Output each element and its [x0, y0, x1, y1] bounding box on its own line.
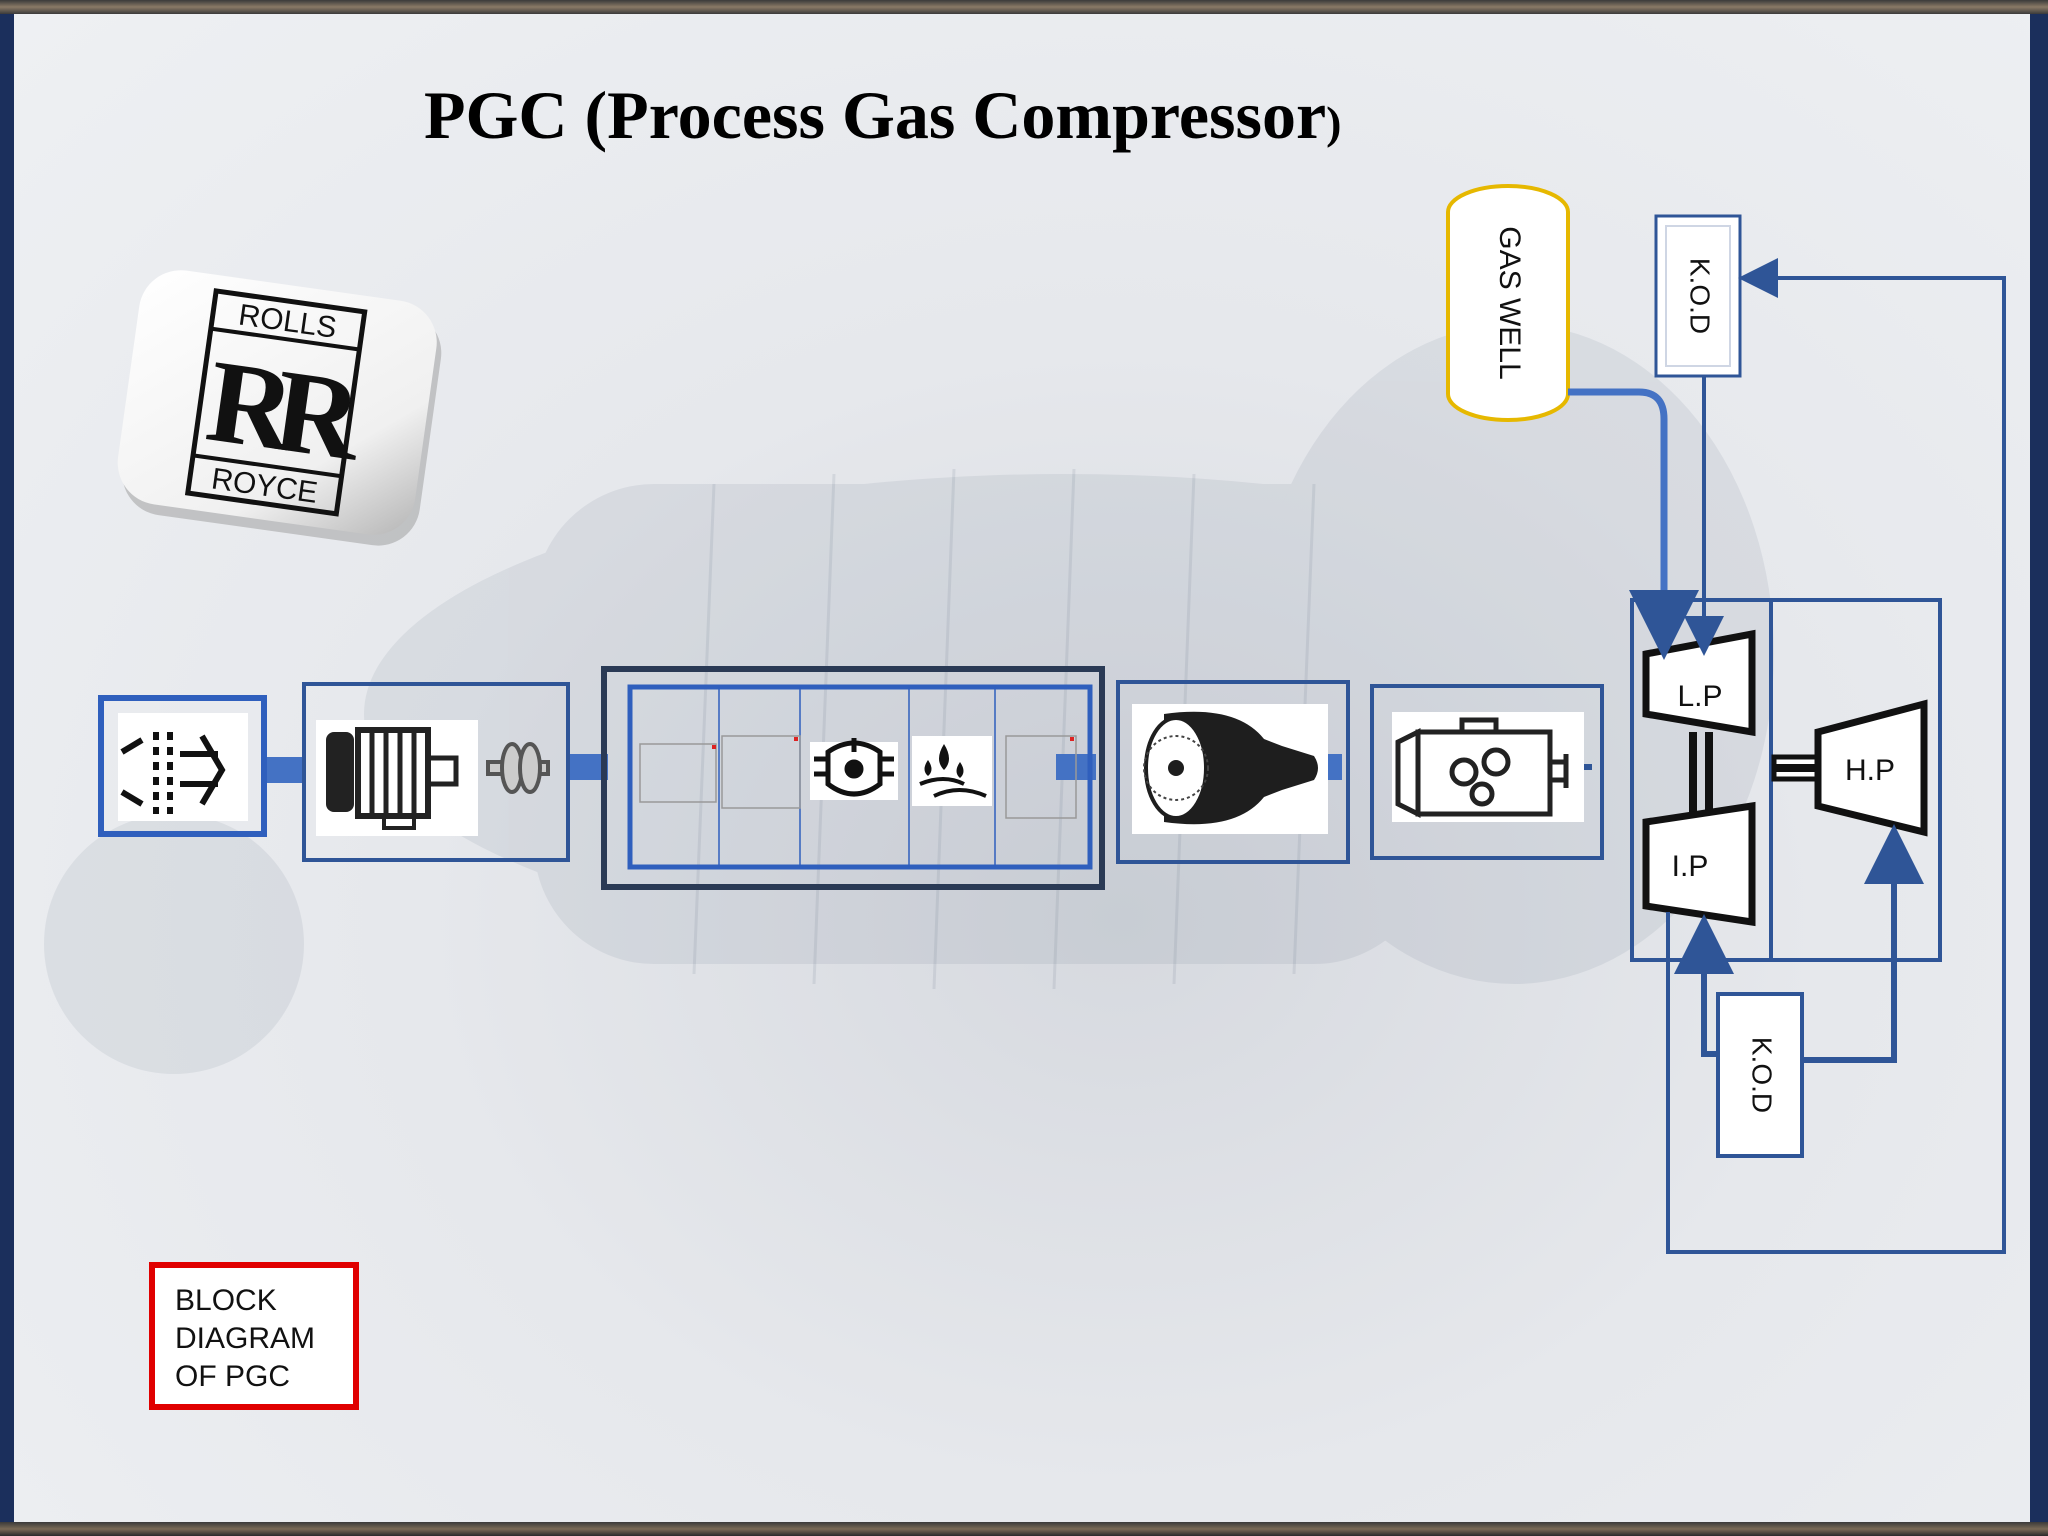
gas-turbine-block: [1116, 680, 1350, 864]
gas-well-label: GAS WELL: [1493, 226, 1526, 379]
compressor-train: L.P I.P H.P: [1630, 598, 1942, 962]
connector-1: [262, 757, 304, 783]
air-filter-icon: [120, 732, 226, 814]
recycle-loop-line: [1666, 258, 2006, 1254]
slide-canvas: PGC (Process Gas Compressor) ROLLS RR RO…: [14, 14, 2030, 1522]
motor-block: [302, 682, 570, 862]
coupling-icon: [486, 742, 550, 794]
gas-well-to-lp-line: [1568, 388, 1699, 660]
lp-label: L.P: [1677, 680, 1722, 713]
block-diagram: L.P I.P H.P GAS WELL K.O.D: [98, 184, 2006, 1254]
kod-to-hp-line: [1802, 824, 1924, 1063]
rolls-royce-logo: ROLLS RR ROYCE: [117, 270, 442, 546]
missing-image-icon: [639, 743, 717, 803]
jet-engine-icon: [1143, 711, 1318, 825]
electric-motor-icon: [326, 727, 459, 830]
ip-label: I.P: [1672, 850, 1709, 883]
kod-to-ip-line: [1674, 914, 1734, 1057]
hp-compressor[interactable]: [1814, 699, 1928, 837]
ip-compressor[interactable]: [1642, 801, 1756, 927]
gearbox-icon: [1395, 717, 1569, 819]
slide-title: PGC (Process Gas Compressor): [424, 77, 1342, 153]
kod-top-label: K.O.D: [1685, 258, 1716, 334]
oil-pump-icon: [810, 738, 898, 800]
air-filter-block: [98, 695, 267, 837]
slide-frame-top: [0, 0, 2048, 14]
background-turbine-image: [44, 324, 1774, 1074]
missing-image-icon: [1005, 735, 1077, 819]
gearbox-block: [1370, 684, 1604, 860]
slide-frame-bottom: [0, 1522, 2048, 1536]
missing-image-icon: [721, 735, 801, 809]
diagram-caption: BLOCK DIAGRAM OF PGC: [149, 1262, 359, 1410]
kod-top-node: K.O.D: [1654, 214, 1742, 378]
gas-well-node: GAS WELL: [1446, 184, 1570, 422]
kod-bottom-node: K.O.D: [1716, 992, 1804, 1158]
auxiliary-systems-block: [601, 666, 1105, 890]
hp-label: H.P: [1845, 754, 1895, 787]
oil-mist-icon: [912, 736, 992, 806]
kod-bottom-label: K.O.D: [1747, 1037, 1778, 1113]
